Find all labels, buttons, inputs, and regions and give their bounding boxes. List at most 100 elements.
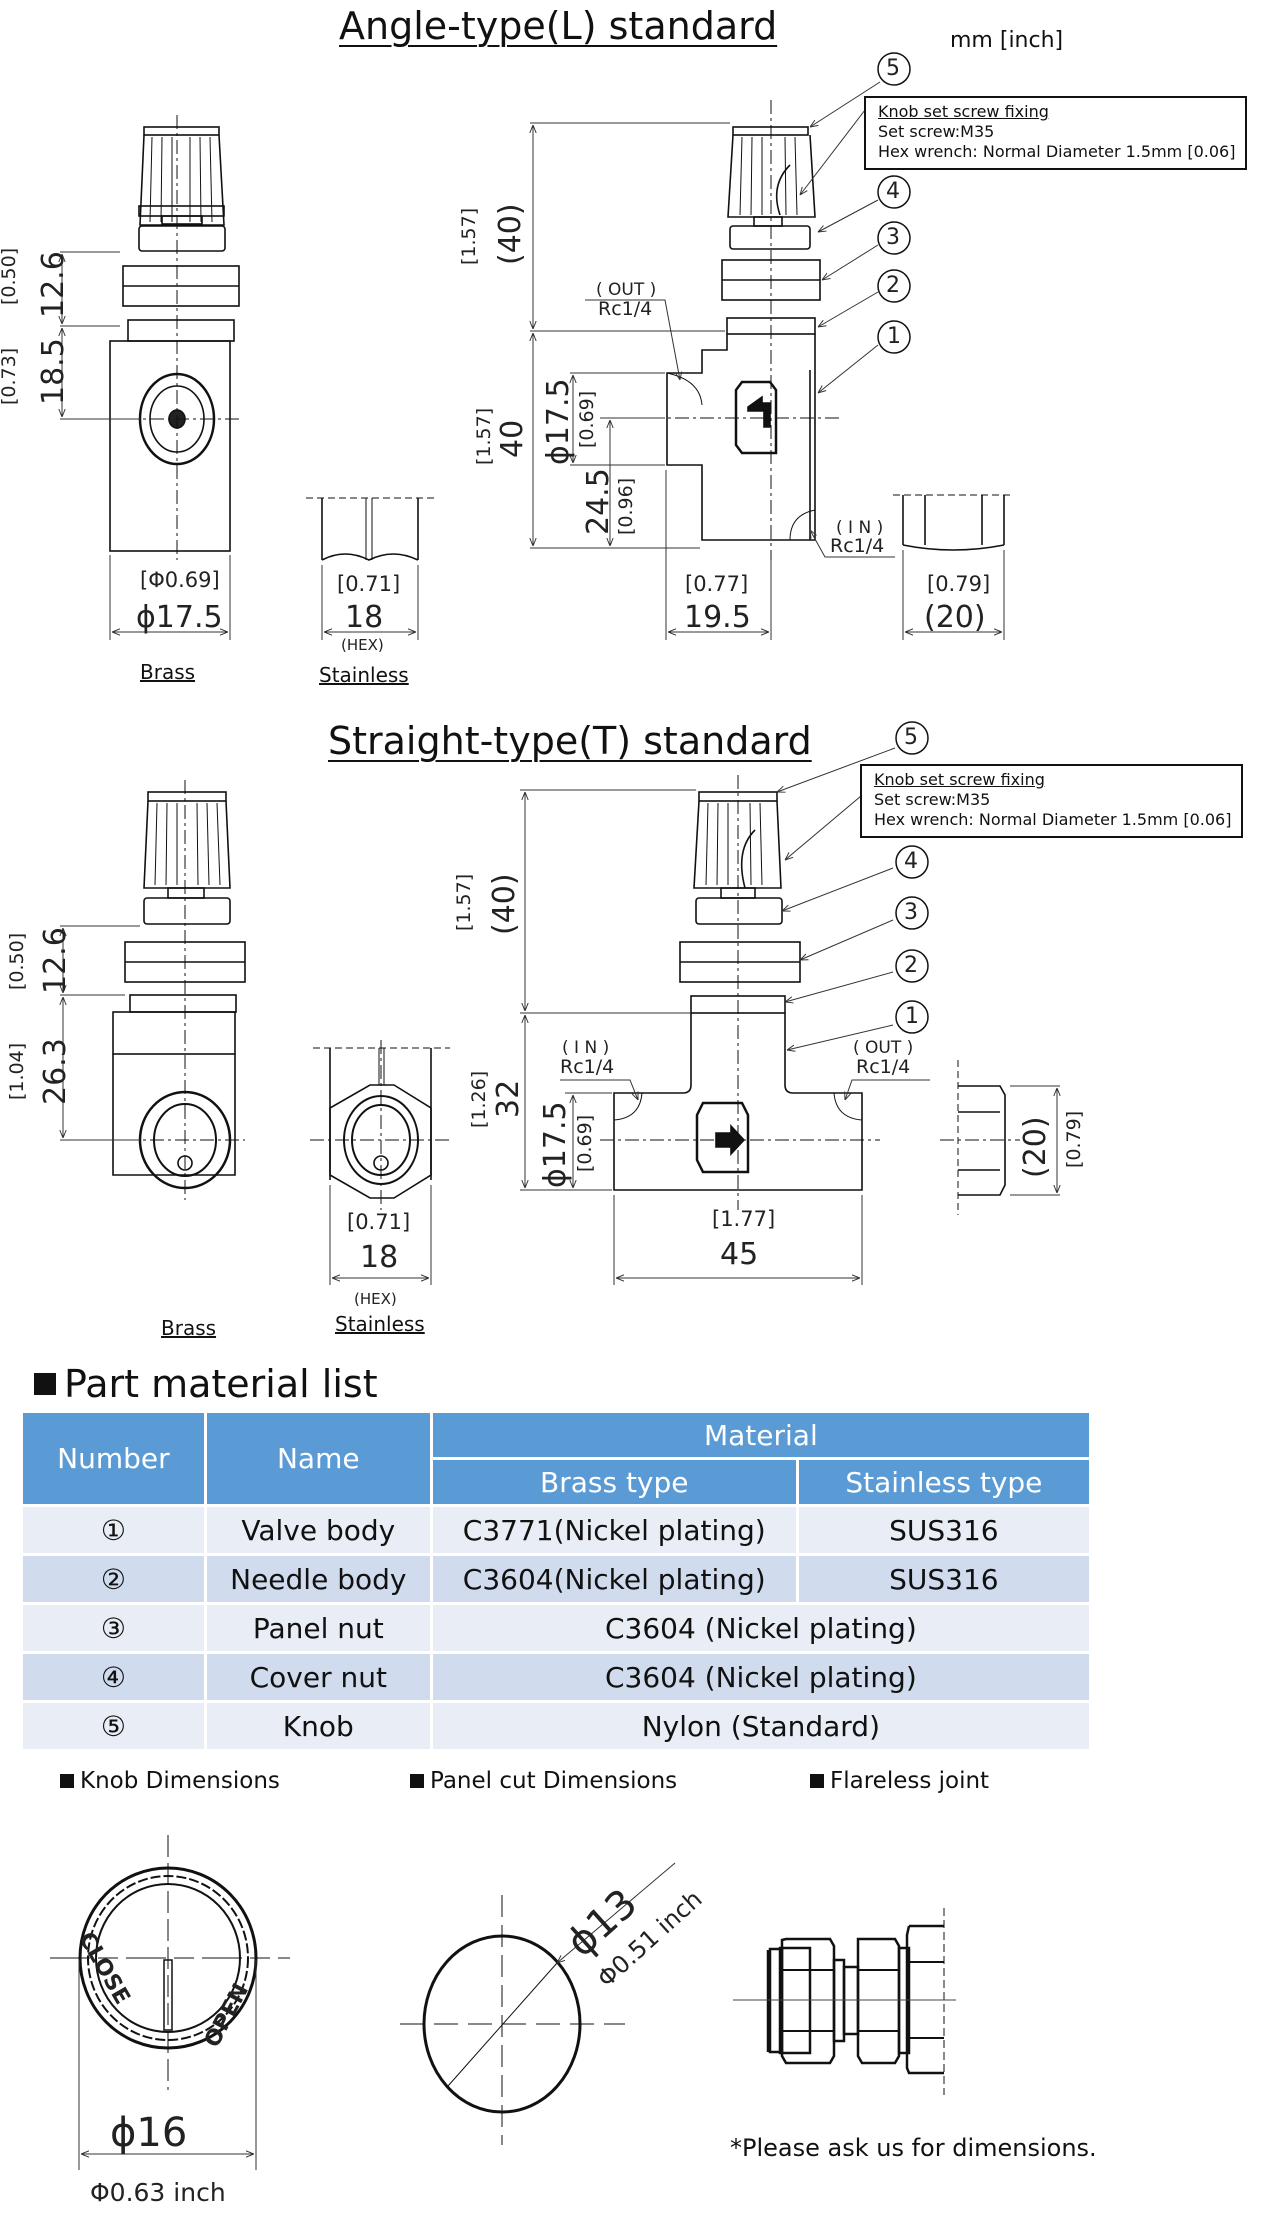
callout-title: Knob set screw fixing [874, 770, 1045, 789]
balloon-3 [895, 896, 929, 930]
row-stainless: SUS316 [798, 1507, 1089, 1553]
angle-type-title: Angle-type(L) standard [339, 4, 778, 48]
straight-balloons [895, 721, 929, 1034]
straight-lower-dim-mm: 26.3 [38, 1038, 73, 1105]
balloon-2 [877, 269, 911, 303]
balloon-1 [895, 1000, 929, 1034]
angle-callout: Knob set screw fixing Set screw:M35 Hex … [864, 96, 1248, 170]
callout-hex-wrench: Hex wrench: Normal Diameter 1.5mm [0.06] [874, 810, 1232, 829]
balloon-4 [877, 175, 911, 209]
angle-right-in: [0.79] [927, 572, 991, 596]
straight-body-dim-in: [1.26] [468, 1070, 490, 1128]
callout-hex-wrench: Hex wrench: Normal Diameter 1.5mm [0.06] [878, 142, 1236, 161]
knob-dimensions-heading: Knob Dimensions [60, 1768, 280, 1794]
flareless-heading-text: Flareless joint [830, 1768, 990, 1794]
straight-right-hex [940, 1060, 1060, 1215]
straight-upper-dim-in: [0.50] [6, 932, 28, 990]
row-brass: C3604(Nickel plating) [432, 1556, 796, 1602]
material-list-heading-text: Part material list [64, 1362, 378, 1406]
straight-side-view [100, 780, 246, 1200]
material-table: Number Name Material Brass type Stainles… [20, 1410, 1092, 1752]
angle-port-dim-in: [0.69] [576, 390, 598, 448]
knob-dia-in: Φ0.63 inch [90, 2178, 226, 2207]
straight-hex-note: (HEX) [354, 1290, 397, 1308]
flareless-joint-heading: Flareless joint [810, 1768, 989, 1794]
angle-lower-dim-in: [0.73] [0, 347, 20, 405]
panel-cut-drawing [400, 1862, 676, 2145]
row-name: Cover nut [206, 1654, 430, 1700]
straight-hex-view [310, 1040, 450, 1285]
row-name: Needle body [206, 1556, 430, 1602]
header-stainless-type: Stainless type [798, 1460, 1089, 1504]
angle-front-view [600, 100, 840, 560]
straight-in-thread: Rc1/4 [560, 1056, 615, 1078]
material-list-heading: Part material list [34, 1362, 378, 1406]
balloon-4-label: 4 [904, 849, 918, 874]
angle-top-dim-in: [1.57] [458, 207, 480, 265]
row-stainless: SUS316 [798, 1556, 1089, 1602]
row-number: ③ [23, 1605, 204, 1651]
callout-set-screw: Set screw:M35 [874, 790, 991, 809]
straight-hex-in: [0.71] [347, 1210, 411, 1234]
straight-in-label: ( I N ) [562, 1038, 610, 1058]
angle-right-hex [893, 494, 1012, 640]
balloon-5 [895, 721, 929, 755]
angle-brass-label: Brass [140, 660, 196, 684]
square-bullet-icon [60, 1774, 74, 1788]
balloon-2 [895, 949, 929, 983]
straight-front-dims [520, 747, 930, 1285]
angle-hex-view [306, 497, 436, 640]
angle-out-label: ( OUT ) [596, 280, 657, 300]
row-number: ① [23, 1507, 204, 1553]
knob-heading-text: Knob Dimensions [80, 1768, 280, 1794]
balloon-5-label: 5 [904, 725, 918, 750]
straight-right-mm: (20) [1018, 1116, 1053, 1178]
row-name: Valve body [206, 1507, 430, 1553]
panel-heading-text: Panel cut Dimensions [430, 1768, 678, 1794]
straight-port-dim-mm: ϕ17.5 [538, 1101, 573, 1188]
straight-top-dim-in: [1.57] [453, 873, 475, 931]
table-row: ① Valve body C3771(Nickel plating) SUS31… [23, 1507, 1089, 1553]
angle-upper-dim-in: [0.50] [0, 247, 20, 305]
balloon-4-label: 4 [886, 179, 900, 204]
angle-side-dims [60, 251, 231, 640]
angle-body-dim-in: [1.57] [473, 407, 495, 465]
row-material-merged: C3604 (Nickel plating) [432, 1605, 1089, 1651]
angle-width-mm: 19.5 [684, 600, 751, 635]
balloon-2-label: 2 [886, 273, 900, 298]
straight-body-dim-mm: 32 [491, 1079, 526, 1118]
balloon-4 [895, 845, 929, 879]
table-row: ⑤ Knob Nylon (Standard) [23, 1703, 1089, 1749]
angle-body-dim-mm: 40 [495, 419, 530, 458]
angle-hex-mm: 18 [345, 600, 384, 635]
balloon-1-label: 1 [887, 324, 901, 349]
angle-width-in: [0.77] [685, 572, 749, 596]
row-number: ② [23, 1556, 204, 1602]
flareless-note: *Please ask us for dimensions. [730, 2134, 1097, 2162]
straight-callout: Knob set screw fixing Set screw:M35 Hex … [860, 764, 1244, 838]
header-material: Material [432, 1413, 1089, 1457]
straight-upper-dim-mm: 12.6 [38, 927, 73, 994]
row-number: ⑤ [23, 1703, 204, 1749]
row-brass: C3771(Nickel plating) [432, 1507, 796, 1553]
angle-out-thread: Rc1/4 [598, 298, 653, 320]
flareless-joint-drawing [733, 1908, 956, 2095]
callout-set-screw: Set screw:M35 [878, 122, 995, 141]
square-bullet-icon [34, 1373, 56, 1395]
straight-hex-mm: 18 [360, 1240, 399, 1275]
square-bullet-icon [810, 1774, 824, 1788]
angle-center-dim-mm: 24.5 [581, 468, 616, 535]
straight-right-in: [0.79] [1063, 1110, 1085, 1168]
panel-cut-heading: Panel cut Dimensions [410, 1768, 677, 1794]
straight-lower-dim-in: [1.04] [6, 1042, 28, 1100]
angle-top-dim-mm: (40) [493, 203, 528, 265]
straight-top-dim-mm: (40) [487, 873, 522, 935]
balloon-3-label: 3 [904, 900, 918, 925]
row-material-merged: Nylon (Standard) [432, 1703, 1089, 1749]
table-row: ④ Cover nut C3604 (Nickel plating) [23, 1654, 1089, 1700]
angle-port-dim-mm: ϕ17.5 [541, 378, 576, 465]
knob-dia-mm: ϕ16 [110, 2110, 188, 2156]
square-bullet-icon [410, 1774, 424, 1788]
straight-brass-label: Brass [161, 1316, 217, 1340]
